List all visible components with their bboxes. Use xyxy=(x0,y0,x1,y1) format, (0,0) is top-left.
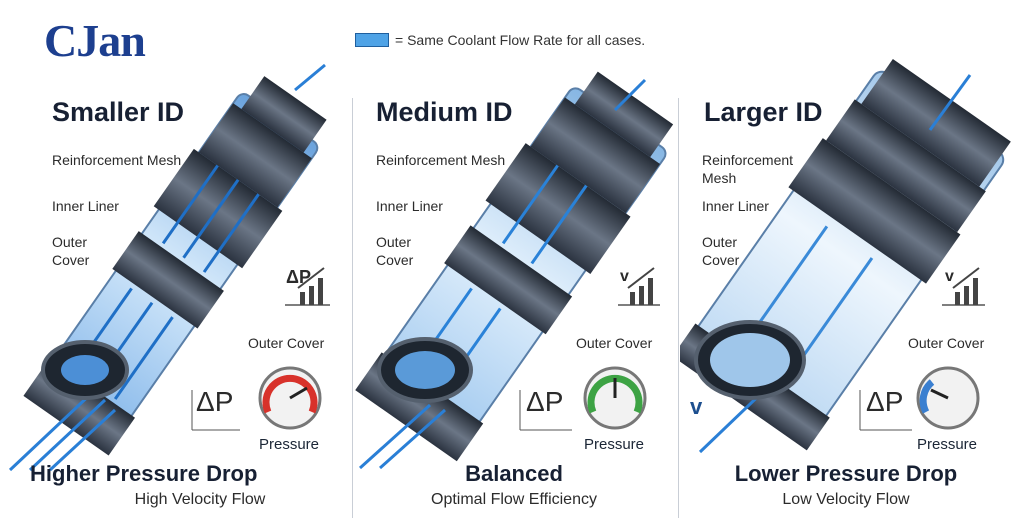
label-outer-cover-right: Outer Cover xyxy=(576,335,653,351)
label-reinforcement-mesh: Reinforcement Mesh xyxy=(702,152,794,186)
label-outer-cover-left: Outer Cover xyxy=(376,234,414,268)
panel-subtitle: High Velocity Flow xyxy=(134,491,266,508)
label-reinforcement-mesh: Reinforcement Mesh xyxy=(376,152,506,168)
velocity-trend-icon xyxy=(618,267,660,306)
pressure-gauge-icon xyxy=(519,366,647,431)
brand-logo: CJan xyxy=(44,15,146,66)
label-outer-cover-left: Outer Cover xyxy=(702,234,740,268)
trend-icon-label: v xyxy=(620,268,629,285)
trend-icon-label: v xyxy=(945,268,954,285)
panel-medium-id: Medium ID Reinforcement Mesh Inner Liner… xyxy=(340,0,680,526)
legend: = Same Coolant Flow Rate for all cases. xyxy=(355,32,645,48)
label-inner-liner: Inner Liner xyxy=(52,198,119,214)
pressure-gauge-icon xyxy=(191,366,322,431)
hose-illustration-large xyxy=(680,58,1011,454)
panel-divider xyxy=(678,98,679,518)
hose-illustration-medium xyxy=(355,71,674,470)
gauge-label: Pressure xyxy=(584,436,645,453)
delta-p-symbol: ΔP xyxy=(866,386,904,417)
delta-p-symbol: ΔP xyxy=(196,386,234,417)
label-outer-cover-right: Outer Cover xyxy=(908,335,985,351)
gauge-label: Pressure xyxy=(259,436,320,453)
delta-p-symbol: ΔP xyxy=(526,386,564,417)
label-outer-cover-left: Outer Cover xyxy=(52,234,90,268)
gauge-label: Pressure xyxy=(917,436,978,453)
pressure-gauge-icon xyxy=(859,366,980,431)
panel-title: Medium ID xyxy=(376,97,513,127)
legend-text: = Same Coolant Flow Rate for all cases. xyxy=(395,32,646,48)
label-inner-liner: Inner Liner xyxy=(376,198,443,214)
panel-subtitle: Low Velocity Flow xyxy=(782,491,910,508)
label-reinforcement-mesh: Reinforcement Mesh xyxy=(52,152,182,168)
panel-result: Balanced xyxy=(465,461,563,486)
panel-result: Lower Pressure Drop xyxy=(734,461,958,486)
velocity-symbol: v xyxy=(690,394,703,419)
velocity-trend-icon xyxy=(942,267,985,306)
hose-illustration-small xyxy=(8,63,330,472)
trend-icon-label: ΔP xyxy=(286,267,311,287)
panel-subtitle: Optimal Flow Efficiency xyxy=(431,491,597,508)
panel-title: Larger ID xyxy=(704,97,823,127)
panel-larger-id: Larger ID Reinforcement Mesh Inner Liner… xyxy=(680,0,1020,526)
panel-divider xyxy=(352,98,353,518)
panel-smaller-id: Smaller ID Reinforcement Mesh Inner Line… xyxy=(0,0,340,526)
panel-result: Higher Pressure Drop xyxy=(30,461,258,486)
label-outer-cover-right: Outer Cover xyxy=(248,335,325,351)
legend-swatch xyxy=(355,33,389,47)
pressure-trend-icon xyxy=(285,267,330,306)
panel-title: Smaller ID xyxy=(52,97,185,127)
label-inner-liner: Inner Liner xyxy=(702,198,769,214)
